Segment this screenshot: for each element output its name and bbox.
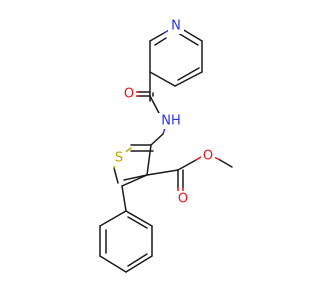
thiophene-ring: [113, 127, 166, 187]
ester-group: [146, 156, 233, 193]
phenyl-ring: [99, 185, 153, 273]
ester-ether-oxygen-label: O: [203, 149, 213, 164]
ester-carbonyl-oxygen-label: O: [178, 192, 188, 207]
amide-group: [133, 71, 164, 119]
amide-nitrogen-label: NH: [161, 114, 181, 129]
thiophene-sulfur-label: S: [115, 151, 123, 166]
molecule-structure: N O NH S O O: [99, 18, 233, 273]
amide-oxygen-label: O: [124, 87, 134, 102]
atom-labels: N O NH S O O: [112, 18, 215, 207]
pyridine-ring: [149, 25, 203, 87]
pyridine-nitrogen-label: N: [171, 19, 181, 34]
